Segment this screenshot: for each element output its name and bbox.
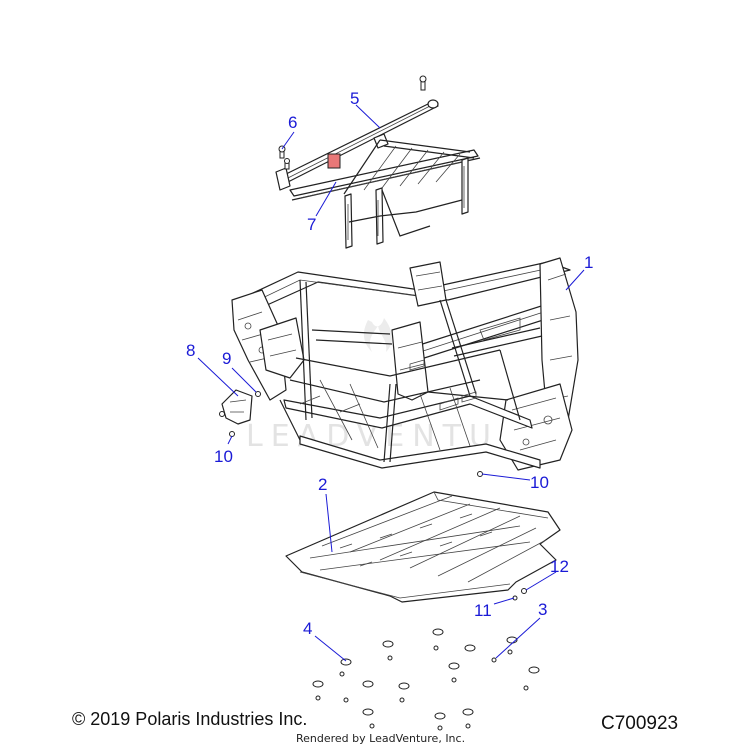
fastener-9[interactable] bbox=[255, 391, 261, 397]
main-frame[interactable] bbox=[231, 257, 579, 471]
callout-5: 5 bbox=[350, 89, 359, 108]
fastener-12[interactable] bbox=[521, 588, 527, 594]
grommets-4[interactable] bbox=[312, 628, 540, 720]
callout-7: 7 bbox=[307, 215, 316, 234]
callout-labels: 1 2 3 4 5 6 7 8 9 10 10 11 12 bbox=[186, 89, 593, 638]
leader-lines bbox=[197, 104, 585, 662]
rendered-by-text: Rendered by LeadVenture, Inc. bbox=[296, 732, 466, 745]
screws-3[interactable] bbox=[315, 645, 529, 731]
skid-plate[interactable] bbox=[285, 491, 561, 603]
copyright-text: © 2019 Polaris Industries Inc. bbox=[72, 709, 308, 729]
callout-8: 8 bbox=[186, 341, 195, 360]
bolt-top[interactable] bbox=[419, 75, 427, 91]
callout-9: 9 bbox=[222, 349, 231, 368]
callout-2: 2 bbox=[318, 475, 327, 494]
bracket-8[interactable] bbox=[221, 389, 253, 425]
callout-12: 12 bbox=[550, 557, 569, 576]
callout-11: 11 bbox=[474, 601, 492, 620]
bolt-6[interactable] bbox=[278, 145, 290, 170]
rack-assembly[interactable] bbox=[275, 99, 481, 249]
callout-1: 1 bbox=[584, 253, 593, 272]
callout-4: 4 bbox=[303, 619, 312, 638]
clamp-highlight bbox=[327, 153, 341, 169]
diagram-part-number: C700923 bbox=[601, 713, 679, 734]
callout-10-left: 10 bbox=[214, 447, 233, 466]
fastener-10b[interactable] bbox=[477, 471, 483, 477]
callout-6: 6 bbox=[288, 113, 297, 132]
callout-3: 3 bbox=[538, 600, 547, 619]
callout-10-right: 10 bbox=[530, 473, 549, 492]
